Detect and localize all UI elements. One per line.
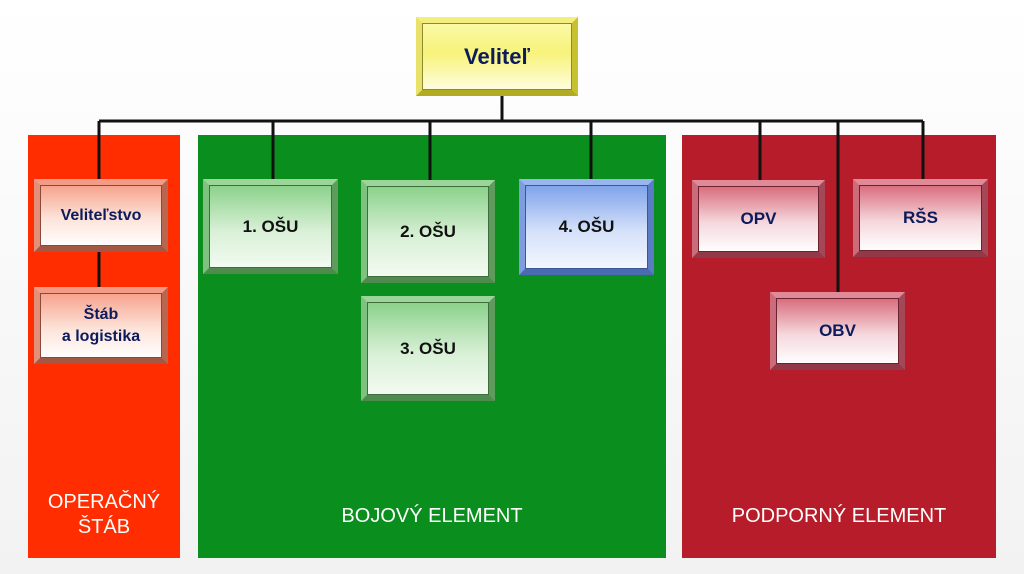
rss-label: RŠS (903, 208, 938, 227)
unit-1-osu-label: 1. OŠU (242, 216, 299, 236)
support-element-label: PODPORNÝ ELEMENT (731, 505, 947, 527)
unit-3-osu-label: 3. OŠU (400, 338, 456, 358)
unit-3-osu-box: 3. OŠU (361, 296, 495, 401)
staff-logistics-box: Štáb a logistika (34, 287, 168, 364)
rss-box: RŠS (853, 179, 988, 257)
opv-box: OPV (692, 180, 825, 258)
command-unit-box: Veliteľstvo (34, 179, 168, 252)
staff-logistics-label-line1: Štáb (83, 305, 119, 323)
opv-label: OPV (740, 209, 777, 228)
operational-staff-label: OPERAČNÝ ŠTÁB (47, 491, 161, 538)
commander-box: Veliteľ (416, 17, 578, 96)
staff-logistics-label-line2: a logistika (61, 327, 141, 345)
command-unit-label: Veliteľstvo (60, 206, 142, 224)
unit-2-osu-label: 2. OŠU (400, 221, 456, 241)
combat-element-label: BOJOVÝ ELEMENT (341, 505, 523, 527)
unit-4-osu-box: 4. OŠU (519, 179, 654, 275)
obv-box: OBV (770, 292, 905, 370)
unit-2-osu-box: 2. OŠU (361, 180, 495, 283)
unit-4-osu-label: 4. OŠU (558, 217, 615, 236)
obv-label: OBV (819, 321, 856, 340)
unit-1-osu-box: 1. OŠU (203, 179, 338, 274)
commander-label: Veliteľ (464, 43, 530, 69)
